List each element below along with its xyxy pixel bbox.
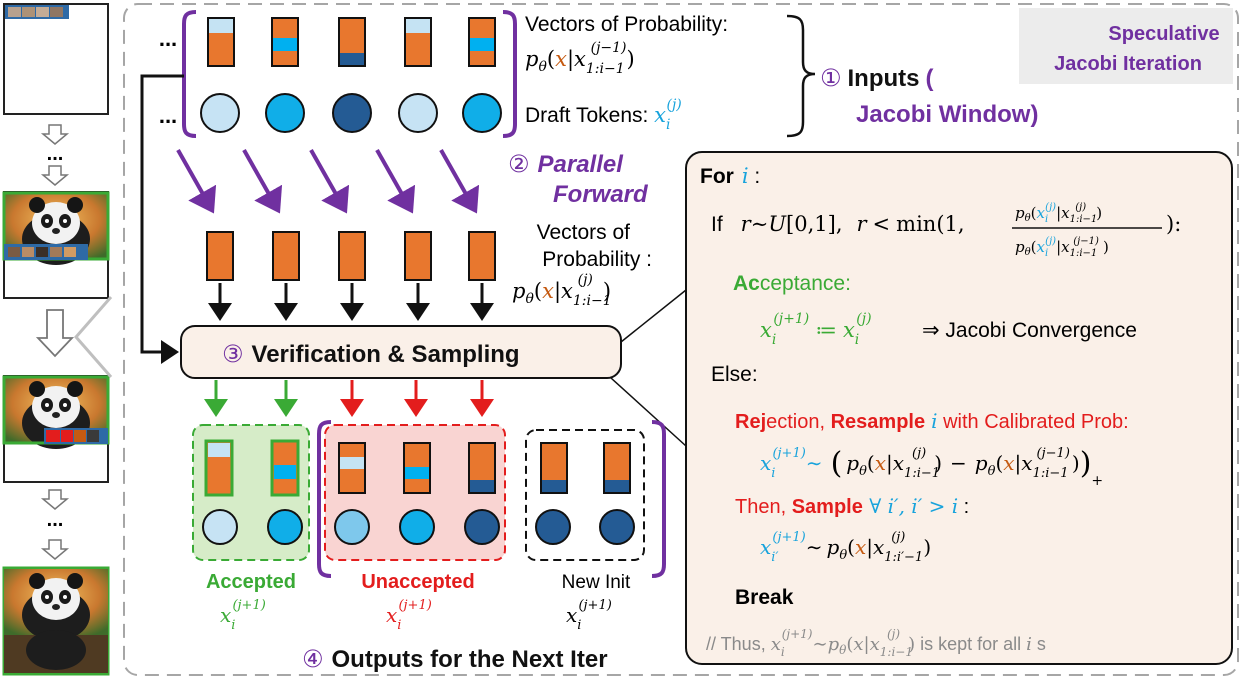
algo-frac-denominator: pθ(xi(j)|x1:i−1(j−1)) [1015,236,1109,259]
title-line1: Speculative [1108,23,1219,45]
title-box [1019,8,1233,84]
input-vectors-expr: pθ(x|x1:i−1(j−1)) [525,40,635,77]
input-vector-4 [404,17,432,67]
forward-vector-1 [206,231,234,281]
token-strip-1 [5,5,69,19]
callout-line-top [620,289,687,343]
algo-then-line: Then, Sample ∀ i′, i′ > i : [735,494,969,518]
unaccepted-token-2 [399,509,435,545]
input-vector-1 [207,17,235,67]
draft-token-1 [200,93,240,133]
forward-vector-4 [404,231,432,281]
new-init-label: New Init [562,572,631,593]
next-window-bracket-right [651,420,666,578]
window-bracket-left [182,10,197,138]
big-down-arrow-icon [35,309,75,358]
forward-vectors-label2: Probability : [542,248,652,271]
forward-vectors [206,231,496,281]
zoom-callout [74,296,113,378]
new-init-token-2 [599,509,635,545]
accepted-var: xi(j+1) [220,598,266,633]
algo-rejection-expr: xi(j+1)∼(pθ(x|x1:i−1(j))−pθ(x|x1:i−1(j−1… [760,446,1103,489]
feedback-line [140,74,184,364]
algo-acceptance-tail: ⇒ Jacobi Convergence [922,319,1137,342]
output-arrows [204,380,494,417]
draft-token-4 [398,93,438,133]
step2-title-line2: Forward [553,181,649,208]
inputs-brace [786,14,816,138]
input-vector-3 [338,17,366,67]
partial-image-2 [2,375,110,483]
input-vectors [207,17,496,67]
window-bracket-right [502,10,517,138]
algo-if-close: ): [1166,212,1181,236]
verification-box [180,325,622,379]
forward-vector-3 [338,231,366,281]
forward-vectors-label1: Vectors of [537,221,631,244]
title-line2: Jacobi Iteration [1054,53,1202,75]
input-ellipsis-bottom: ... [159,103,177,128]
new-init-var: xi(j+1) [566,598,612,633]
strip-ellipsis-2: ... [47,509,64,531]
unaccepted-token-3 [464,509,500,545]
forward-vector-5 [468,231,496,281]
down-arrow-icon [40,165,70,186]
algorithm-box [685,151,1233,665]
forward-vector-2 [272,231,300,281]
accepted-token-2 [267,509,303,545]
partial-image-1 [2,191,110,299]
algo-frac-numerator: pθ(xi(j)|x1:i−1(j)) [1015,202,1102,225]
strip-ellipsis-1: ... [47,143,64,165]
draft-token-3 [332,93,372,133]
down-arrow-icon [40,124,70,145]
blank-canvas-1 [3,3,109,115]
draft-tokens [200,93,502,133]
parallel-forward-arrows [176,149,480,214]
algo-else-line: Else: [711,363,758,386]
step1-window-label: Jacobi Window) [856,101,1038,128]
new-init-token-1 [535,509,571,545]
input-ellipsis-top: ... [159,26,177,51]
verification-input-arrows [208,283,494,321]
input-vectors-label: Vectors of Probability: [525,13,728,36]
down-arrow-icon [40,489,70,510]
unaccepted-label: Unaccepted [361,571,474,593]
accepted-token-1 [202,509,238,545]
unaccepted-var: xi(j+1) [386,598,432,633]
draft-token-2 [265,93,305,133]
forward-vectors-expr: pθ(x|x1:i−1(j)) [512,272,612,309]
input-vector-2 [271,17,299,67]
unaccepted-token-1 [334,509,370,545]
callout-line-bottom [610,377,687,447]
down-arrow-icon [40,539,70,560]
algo-comment: // Thus, xi(j+1)∼pθ(x|x1:i−1(j)) is kept… [706,627,1046,659]
algo-acceptance-expr: xi(j+1)≔xi(j) [760,311,872,348]
next-window-bracket-left [317,420,332,578]
progress-strip: ... [2,3,110,676]
accepted-label: Accepted [206,571,296,593]
algo-break-line: Break [735,586,794,609]
algo-acceptance-label: Acceptance: [733,272,851,295]
draft-token-5 [462,93,502,133]
algo-sample-expr: xi′(j+1)∼pθ(x|x1:i′−1(j)) [760,530,931,565]
input-vector-5 [468,17,496,67]
outer-frame [123,3,1239,676]
draft-tokens-label: Draft Tokens: xi(j) [525,97,682,133]
final-image [2,566,110,676]
